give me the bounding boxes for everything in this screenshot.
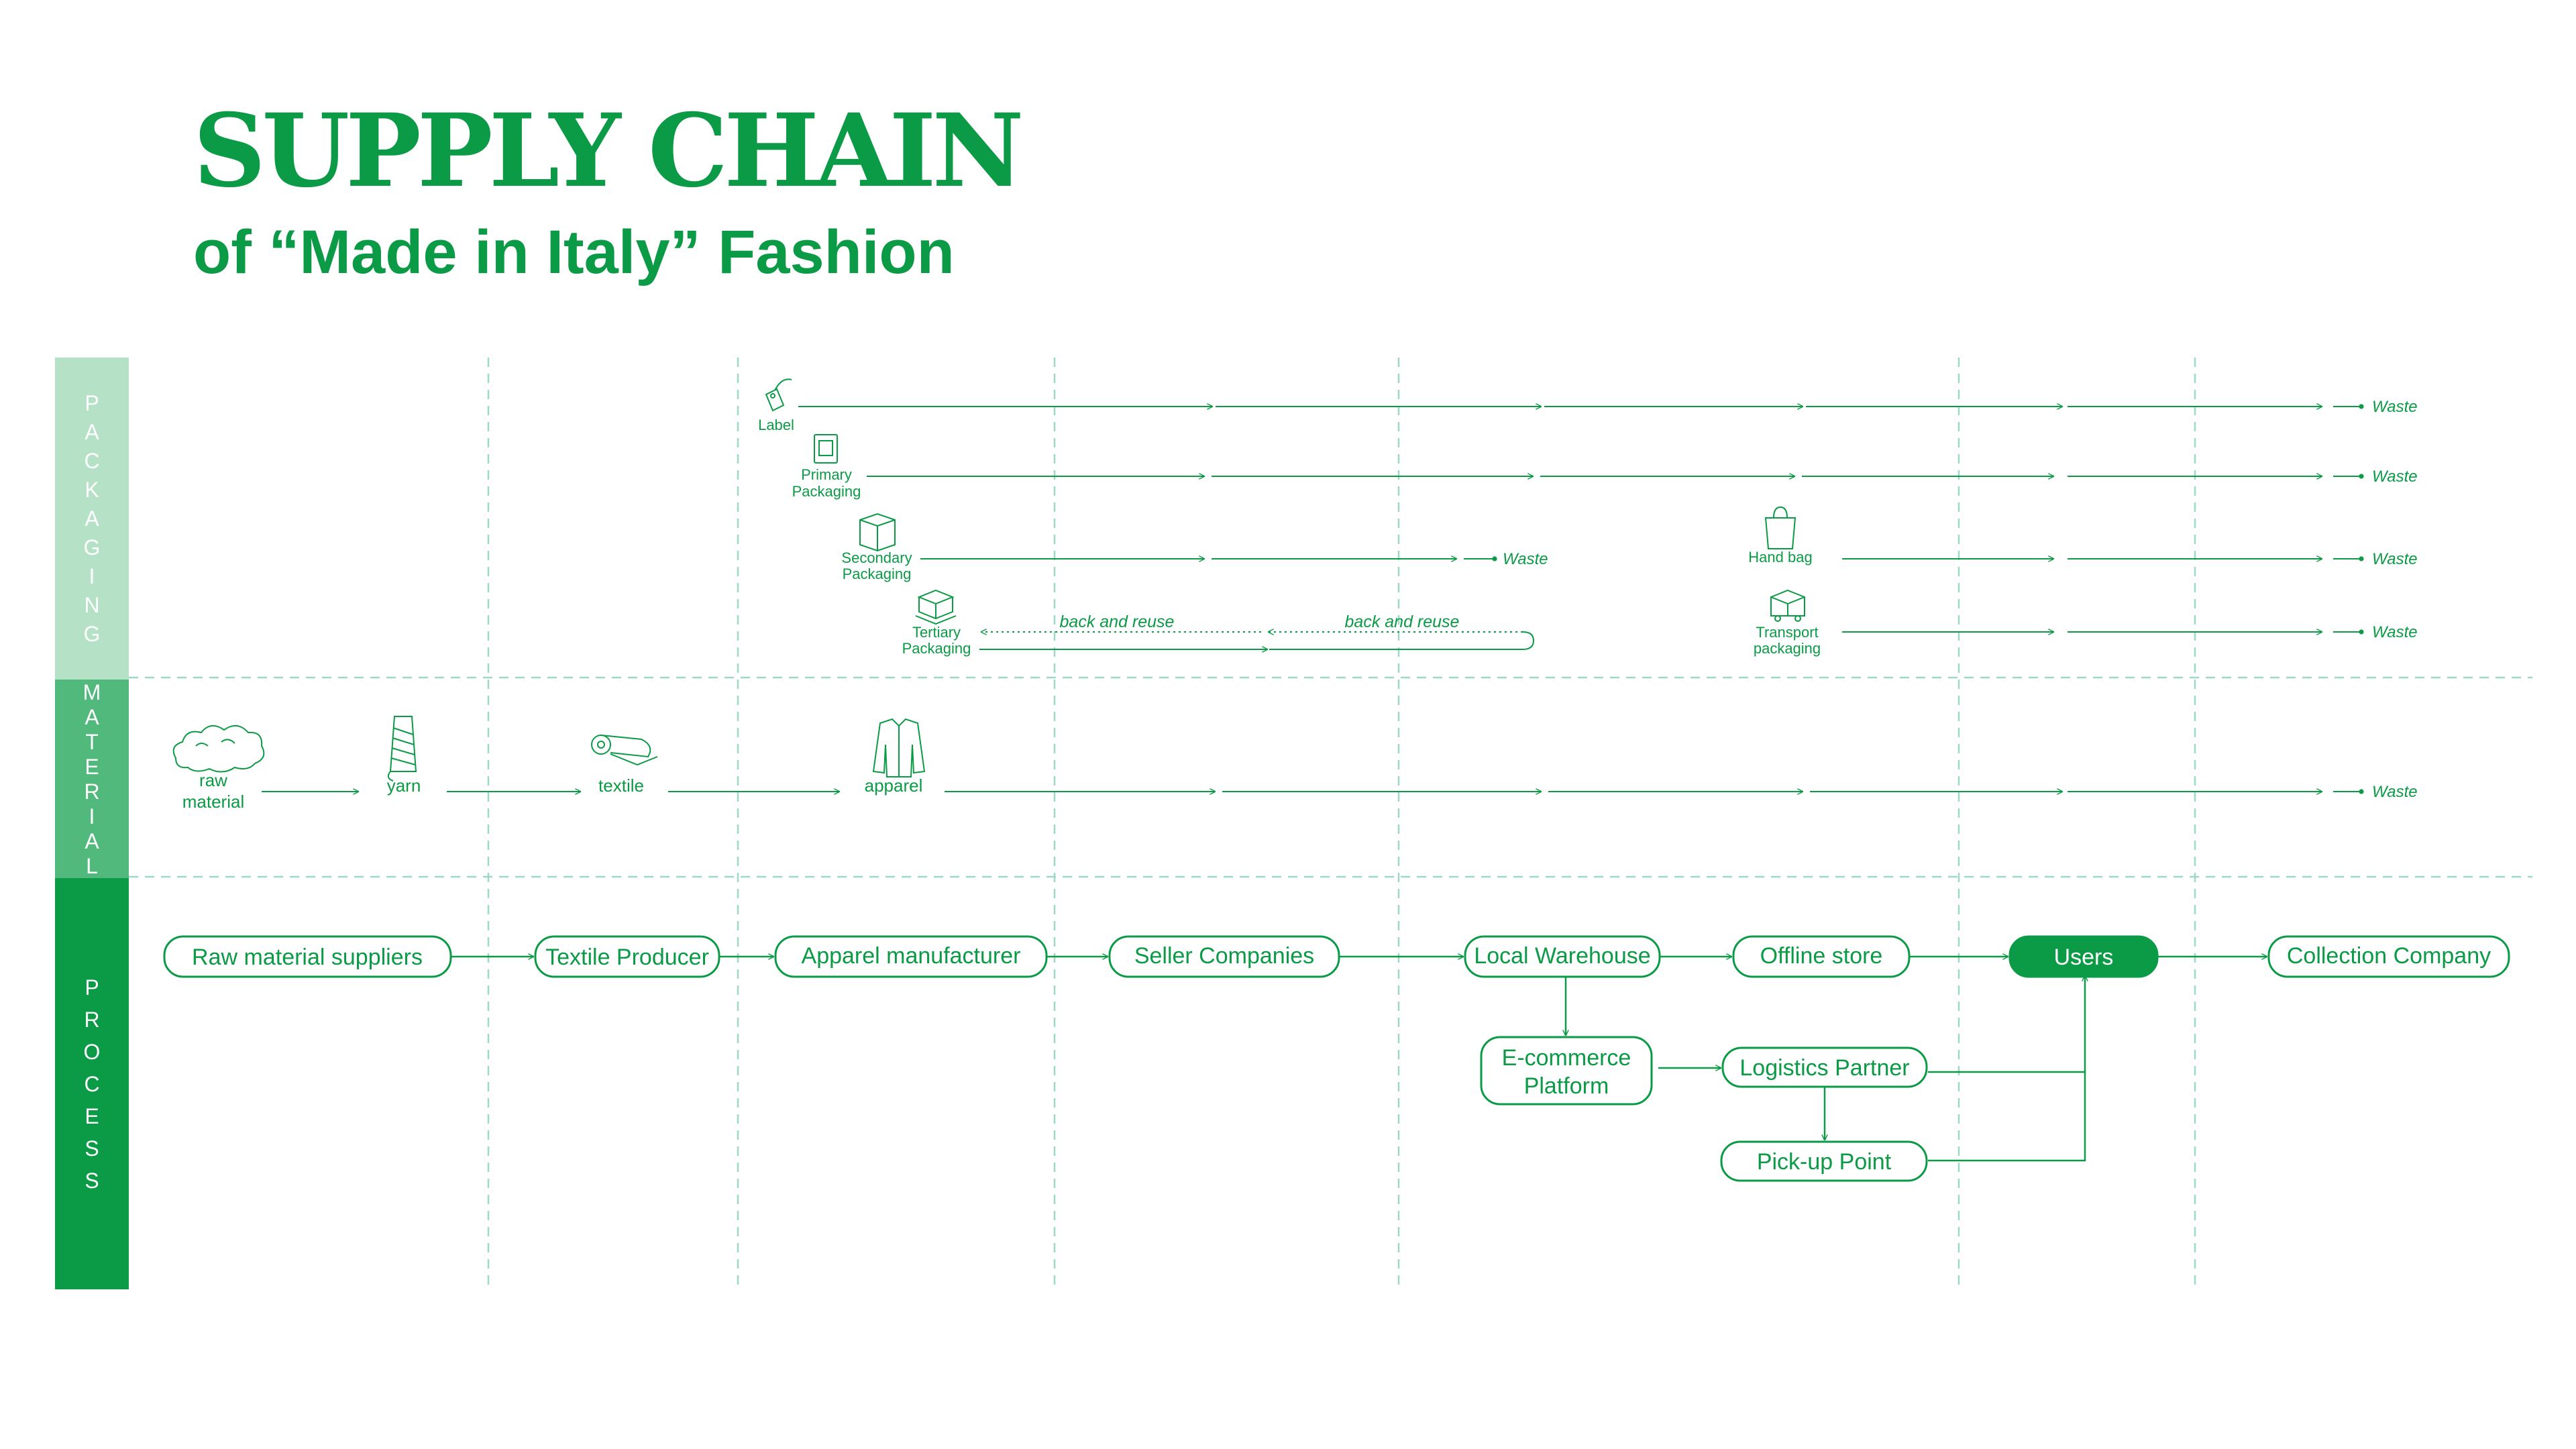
yarn-label: yarn	[387, 775, 421, 796]
transport-packaging-truck-icon	[1770, 589, 1805, 622]
yarn-spool-icon	[387, 716, 417, 782]
lane-label-letter: P	[85, 391, 99, 415]
logistics-partner-node: Logistics Partner	[1721, 1046, 1928, 1088]
lane-label-letter: I	[89, 804, 95, 828]
textile-label: textile	[598, 775, 644, 796]
lane-label-letter: O	[83, 1039, 101, 1064]
seller-companies-label: Seller Companies	[1134, 943, 1314, 969]
apparel-label: apparel	[865, 775, 923, 796]
packaging-lane: Label Primary Packaging Secondary Packag…	[758, 378, 2418, 657]
offline-store-label: Offline store	[1760, 943, 1883, 969]
lane-label-letter: S	[85, 1168, 99, 1193]
lane-label-letter: A	[85, 828, 99, 853]
secondary-packaging-label-1: Secondary	[841, 549, 912, 566]
page-title: SUPPLY CHAIN	[193, 92, 1024, 210]
pickup-point-node: Pick-up Point	[1720, 1140, 1928, 1182]
transport-packaging-label-1: Transport	[1756, 624, 1818, 641]
users-label: Users	[2054, 945, 2114, 970]
lane-label-letter: R	[84, 1007, 100, 1032]
lane-label-letter: G	[83, 535, 101, 559]
waste-label: Waste	[2372, 783, 2418, 801]
raw-material-label-1: raw	[199, 770, 227, 790]
lane-label-letter: M	[83, 680, 101, 704]
hand-bag-label: Hand bag	[1748, 549, 1812, 566]
lane-label-letter: S	[85, 1136, 99, 1161]
back-and-reuse-label: back and reuse	[1060, 612, 1175, 631]
back-and-reuse-label: back and reuse	[1345, 612, 1460, 631]
local-warehouse-label: Local Warehouse	[1474, 943, 1650, 969]
tertiary-packaging-flow	[979, 632, 2364, 649]
textile-producer-node: Textile Producer	[534, 935, 720, 978]
transport-packaging-label-2: packaging	[1754, 640, 1821, 657]
lane-label-letter: A	[85, 420, 99, 444]
tertiary-packaging-label-1: Tertiary	[912, 624, 961, 641]
process-connectors	[451, 957, 2267, 1162]
lane-label-letter: C	[84, 1071, 100, 1096]
waste-label: Waste	[2372, 468, 2418, 486]
hand-bag-icon	[1764, 506, 1796, 549]
ecommerce-label-2: Platform	[1524, 1073, 1609, 1099]
secondary-packaging-label-2: Packaging	[843, 566, 912, 582]
lane-label-letter: T	[85, 729, 99, 754]
primary-packaging-label-1: Primary	[801, 466, 852, 483]
lane-label-letter: P	[85, 975, 99, 1000]
lane-label-letter: A	[85, 704, 99, 729]
lane-label-letter: C	[84, 449, 100, 473]
users-node: Users	[2008, 935, 2159, 978]
page-subtitle: of “Made in Italy” Fashion	[193, 218, 955, 286]
logistics-partner-label: Logistics Partner	[1739, 1055, 1909, 1081]
raw-material-wool-icon	[172, 725, 265, 773]
lane-label-letter: G	[83, 622, 101, 646]
tertiary-packaging-label-2: Packaging	[902, 640, 971, 657]
collection-company-label: Collection Company	[2287, 943, 2491, 969]
offline-store-node: Offline store	[1732, 935, 1911, 978]
waste-label: Waste	[1503, 550, 1548, 568]
secondary-packaging-box-icon	[859, 513, 896, 552]
apparel-manufacturer-label: Apparel manufacturer	[802, 943, 1021, 969]
apparel-coat-icon	[872, 718, 926, 777]
lane-label-letter: L	[86, 853, 98, 878]
collection-company-node: Collection Company	[2267, 935, 2510, 978]
process-lane: Raw material suppliers Textile Producer …	[163, 935, 2510, 1182]
raw-material-suppliers-label: Raw material suppliers	[192, 945, 423, 970]
material-lane: raw material yarn textile apparel	[172, 716, 2418, 812]
lane-label-letter: K	[85, 478, 99, 502]
pickup-point-label: Pick-up Point	[1757, 1149, 1892, 1175]
waste-label: Waste	[2372, 398, 2418, 416]
local-warehouse-node: Local Warehouse	[1464, 935, 1661, 978]
lane-label-letter: E	[85, 754, 99, 779]
waste-label: Waste	[2372, 623, 2418, 641]
ecommerce-label-1: E-commerce	[1502, 1045, 1631, 1071]
column-guides	[129, 358, 2532, 1289]
primary-packaging-label-2: Packaging	[792, 483, 861, 500]
label-packaging-label: Label	[758, 417, 794, 433]
apparel-manufacturer-node: Apparel manufacturer	[774, 935, 1048, 978]
label-tag-icon	[765, 378, 792, 412]
waste-label: Waste	[2372, 550, 2418, 568]
ecommerce-platform-node: E-commerce Platform	[1480, 1036, 1653, 1106]
lane-label-letter: N	[84, 593, 100, 617]
raw-material-label-2: material	[182, 792, 244, 812]
seller-companies-node: Seller Companies	[1108, 935, 1340, 978]
textile-roll-icon	[591, 735, 658, 766]
lane-label-letter: R	[84, 779, 100, 804]
lane-label-letter: I	[89, 564, 95, 588]
textile-producer-label: Textile Producer	[545, 945, 709, 970]
primary-packaging-icon	[814, 434, 838, 464]
raw-material-suppliers-node: Raw material suppliers	[163, 935, 452, 978]
lane-label-letter: A	[85, 506, 99, 531]
tertiary-packaging-pallet-icon	[915, 589, 957, 625]
lane-label-letter: E	[85, 1104, 99, 1128]
